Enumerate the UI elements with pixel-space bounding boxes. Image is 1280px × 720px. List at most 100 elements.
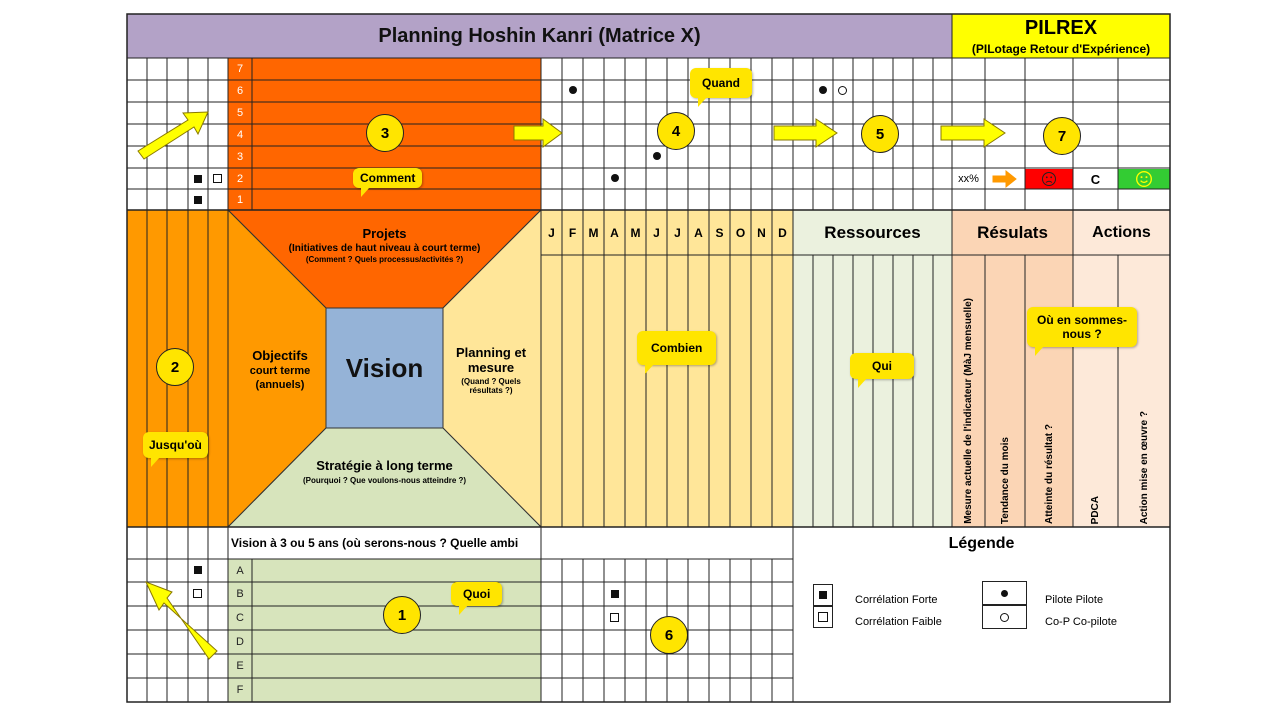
- status-c: C: [1090, 171, 1101, 187]
- matrix-x-shape: [226, 208, 543, 529]
- top-row-numbers: 7 6 5 4 3 2 1: [228, 58, 252, 210]
- row-label: C: [236, 612, 244, 624]
- step-7-circle: 7: [1043, 117, 1081, 155]
- step-3-circle: 3: [366, 114, 404, 152]
- step-6-circle: 6: [650, 616, 688, 654]
- status-pct: xx%: [958, 173, 979, 185]
- status-green-cell: [1118, 169, 1170, 189]
- quand-bubble: Quand: [690, 68, 752, 107]
- row-label: E: [236, 660, 244, 672]
- vlabel-action: Action mise en œuvre ?: [1118, 258, 1170, 524]
- step-5-circle: 5: [861, 115, 899, 153]
- status-trend-arrow: [992, 169, 1017, 189]
- planning-mesure-label: Planning et mesure (Quand ? Quels résult…: [446, 345, 536, 395]
- vlabel-text: Atteinte du résultat ?: [1043, 423, 1055, 524]
- projets-title: Projets: [362, 226, 407, 241]
- objectifs-line2: (annuels): [255, 379, 305, 391]
- ou-en-line2: nous ?: [1062, 327, 1102, 341]
- half-dot-icon: [838, 86, 847, 95]
- status-red-cell: [1025, 169, 1073, 189]
- arrow-right-5-to-7: [940, 118, 1006, 148]
- empty-square-icon: [818, 612, 828, 622]
- vision-label: Vision: [345, 352, 424, 383]
- row-label: B: [236, 588, 244, 600]
- filled-square-icon: [611, 590, 619, 598]
- projets-label: Projets (Initiatives de haut niveau à co…: [228, 226, 541, 264]
- vision-bar-text: Vision à 3 ou 5 ans (où serons-nous ? Qu…: [231, 536, 519, 550]
- brand-name: PILREX: [1024, 16, 1098, 39]
- month-label: J: [674, 225, 681, 240]
- legend-forte-label: Corrélation Forte: [855, 594, 938, 606]
- projets-line2: (Comment ? Quels processus/activités ?): [305, 255, 464, 264]
- month-label: S: [715, 225, 724, 240]
- step-4-circle: 4: [657, 112, 695, 150]
- vision-bar-bg: [228, 527, 541, 559]
- step-2-circle: 2: [156, 348, 194, 386]
- months-header: J F M A M J J A S O N D: [541, 210, 793, 255]
- arrow-right-4-to-5: [773, 118, 838, 148]
- center-x: [226, 208, 543, 529]
- step-1-circle: 1: [383, 596, 421, 634]
- actions-header: Actions: [1092, 223, 1151, 241]
- row-label: 1: [236, 193, 244, 206]
- legend-title: Légende: [948, 535, 1015, 552]
- jusquou-bubble: Jusqu'où: [143, 432, 208, 467]
- month-label: A: [694, 225, 703, 240]
- month-label: O: [735, 225, 746, 240]
- planning-line2: résultats ?): [469, 386, 513, 395]
- actions-block: [1073, 210, 1170, 527]
- comment-bubble: Comment: [353, 168, 423, 197]
- filled-square-icon: [194, 196, 202, 204]
- month-label: M: [630, 225, 641, 240]
- arrow-up-right-top: [137, 111, 209, 160]
- month-label: F: [568, 225, 577, 240]
- filled-square-icon: [194, 566, 202, 574]
- happy-face-icon: [1118, 169, 1170, 189]
- sad-face-icon: [1025, 169, 1073, 189]
- planning-title1: Planning et: [455, 345, 527, 360]
- empty-square-icon: [213, 174, 222, 183]
- empty-square-icon: [193, 589, 202, 598]
- row-label: D: [236, 636, 244, 648]
- vlabel-pdca: PDCA: [1073, 258, 1118, 524]
- header-bar: [127, 14, 952, 58]
- results-block: [952, 210, 1073, 527]
- vlabel-mesure: Mesure actuelle de l'indicateur (MàJ men…: [952, 258, 985, 524]
- vlabel-text: Tendance du mois: [999, 436, 1011, 524]
- combien-bubble: Combien: [637, 331, 717, 374]
- planning-title2: mesure: [467, 360, 515, 375]
- month-label: N: [757, 225, 766, 240]
- row-label: A: [236, 564, 244, 577]
- legend-box-forte: [813, 584, 833, 606]
- arrow-up-left-bottom: [145, 581, 218, 660]
- row-label: 3: [236, 151, 244, 163]
- quoi-bubble: Quoi: [451, 582, 503, 615]
- resultats-header: Résulats: [977, 222, 1048, 242]
- legend-box-pilote: [982, 581, 1027, 605]
- row-label: 7: [236, 63, 244, 75]
- month-label: A: [610, 225, 619, 240]
- vlabel-text: Action mise en œuvre ?: [1138, 410, 1150, 524]
- page-title: Planning Hoshin Kanri (Matrice X): [378, 24, 701, 47]
- vlabel-tendance: Tendance du mois: [985, 258, 1025, 524]
- row-label: 6: [236, 85, 244, 97]
- legend-box-faible: [813, 606, 833, 628]
- legend-faible-label: Corrélation Faible: [855, 616, 942, 628]
- legend-copilote-label: Co-P Co-pilote: [1045, 616, 1117, 628]
- filled-dot-icon: [819, 86, 827, 94]
- vlabel-text: PDCA: [1090, 495, 1101, 524]
- ou-en-line1: Où en sommes-: [1037, 313, 1128, 327]
- planning-line1: (Quand ? Quels: [461, 377, 521, 386]
- row-label: 5: [236, 107, 244, 119]
- vlabel-atteinte: Atteinte du résultat ?: [1025, 258, 1073, 524]
- brand-subtitle: (PILotage Retour d'Expérience): [971, 42, 1151, 56]
- legend-box-copilote: [982, 605, 1027, 629]
- legend-pilote-label: Pilote Pilote: [1045, 594, 1104, 606]
- arrow-right-3-to-4: [513, 118, 563, 148]
- filled-dot-icon: [1001, 589, 1008, 597]
- month-label: J: [548, 225, 555, 240]
- filled-dot-icon: [611, 174, 619, 182]
- qui-bubble: Qui: [850, 353, 914, 388]
- vlabel-text: Mesure actuelle de l'indicateur (MàJ men…: [963, 298, 974, 524]
- strategie-line1: (Pourquoi ? Que voulons-nous atteindre ?…: [302, 476, 467, 485]
